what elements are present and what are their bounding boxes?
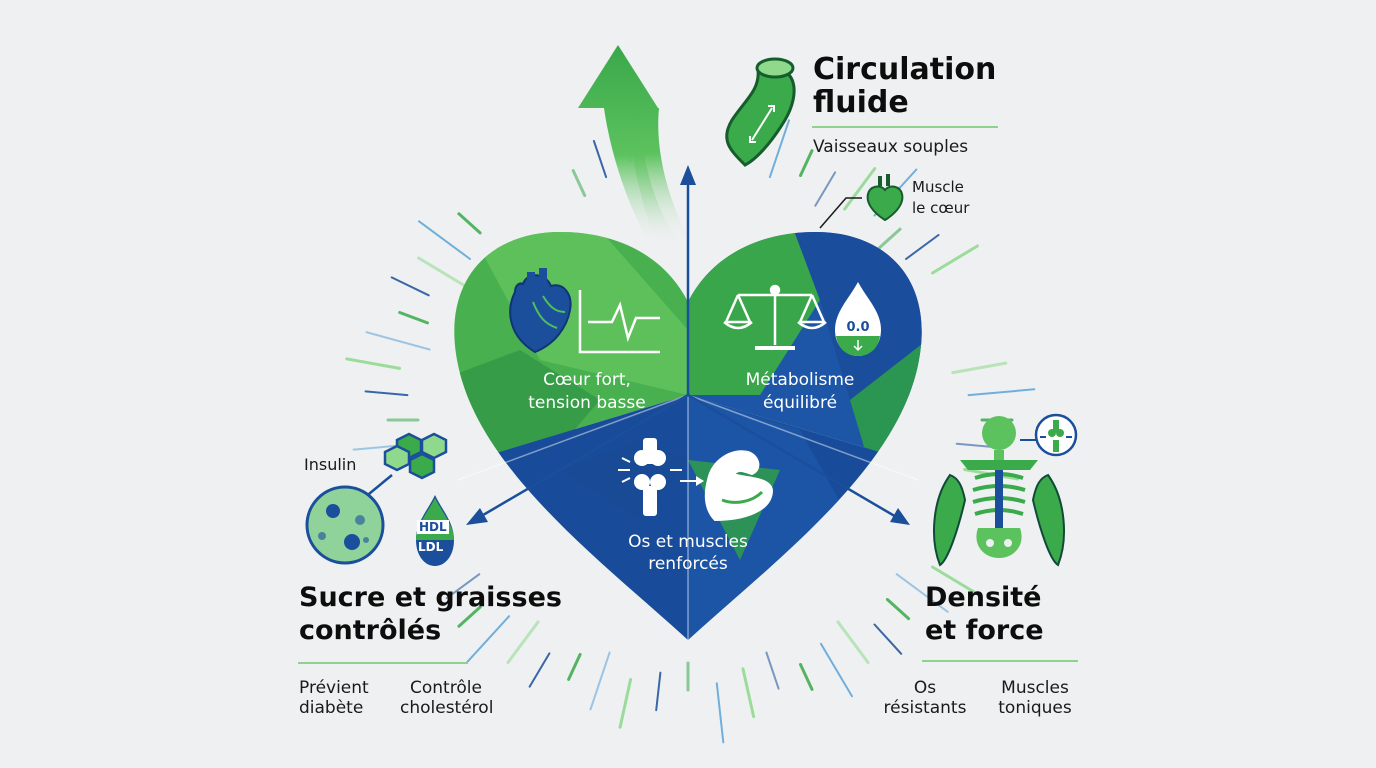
circulation-title-line1: Circulation [813,52,997,87]
ray-line [466,615,511,664]
left-item2-line2: cholestérol [400,698,494,718]
ray-line [895,573,949,613]
heart-segment-label-line2: tension basse [528,393,646,413]
ray-line [457,212,482,235]
right-title-line2: et force [925,615,1044,646]
ray-line [768,119,790,179]
circulation-title-line2: fluide [813,85,909,120]
ray-line [592,140,608,179]
ray-line [715,682,725,744]
center-arrows [466,165,910,525]
right-item1-line2: résistants [883,698,967,718]
ray-line [799,663,814,691]
left-item1-line2: diabète [299,698,364,718]
drop-value: 0.0 [846,320,869,335]
insulin-label: Insulin [304,455,357,474]
muscle-heart-line2: le cœur [912,199,970,217]
ray-line [365,331,431,351]
metabolism-label-line2: équilibré [762,393,838,413]
balance-scale-icon [723,284,827,350]
right-divider [922,660,1078,662]
ray-line [951,361,1008,375]
ray-line [843,167,877,211]
small-heart-icon [819,174,904,229]
ray-line [364,390,409,397]
cell-icon [305,485,385,565]
ray-line [877,227,902,250]
ray-line [398,311,429,325]
ray-line [445,573,481,600]
flexed-arm-icon [704,450,774,522]
anatomical-heart-icon [509,268,572,354]
ray-line [655,671,662,712]
ray-line [931,565,979,596]
right-title-line1: Densité [925,582,1042,613]
blood-vessel-icon [725,57,796,167]
ray-line [571,169,587,197]
skeleton-muscles-icon [933,416,1065,567]
ray-line [819,642,853,698]
left-item1-line1: Prévient [299,678,369,698]
water-drop-icon: 0.0 [835,282,881,356]
hdl-label: HDL [417,520,449,534]
ray-line [741,667,756,719]
ray-line [417,256,465,287]
ray-line [931,244,979,275]
knee-joint-icon [618,438,682,516]
left-item2-line1: Contrôle [410,678,482,698]
circulation-divider [812,126,998,128]
bones-label-line1: Os et muscles [628,532,748,552]
ray-line [905,234,940,260]
left-title-line1: Sucre et graisses [299,582,562,613]
ray-line [836,620,870,664]
ray-line [873,623,903,655]
ray-line [528,652,551,688]
bones-label-line2: renforcés [648,554,728,574]
muscle-heart-line1: Muscle [912,178,964,196]
ray-line [799,149,814,177]
ldl-label: LDL [418,540,444,554]
heartbeat-chart-icon [578,290,660,354]
left-title-line2: contrôlés [299,615,442,646]
left-divider [298,662,468,664]
right-item2-line1: Muscles [1001,678,1069,698]
heart-segment-label-line1: Cœur fort, [543,370,631,390]
right-item1-line1: Os [913,678,937,698]
arrow-right-icon [680,476,704,486]
ray-line [418,220,471,260]
molecule-icon [383,432,448,480]
ray-line [885,598,911,621]
ray-line [589,651,611,711]
upward-arrow-icon [578,45,689,245]
ray-line [457,605,482,628]
ray-line [390,276,430,297]
joint-badge-icon [1020,413,1078,457]
metabolism-label-line1: Métabolisme [745,370,855,390]
ray-line [765,651,780,690]
right-item2-line2: toniques [998,698,1072,718]
ray-line [506,620,540,664]
ray-line [814,171,837,207]
ray-line [345,357,402,370]
ray-line [567,653,582,681]
ray-line [967,388,1036,397]
circulation-subtitle: Vaisseaux souples [813,137,969,157]
ray-line [618,678,633,729]
